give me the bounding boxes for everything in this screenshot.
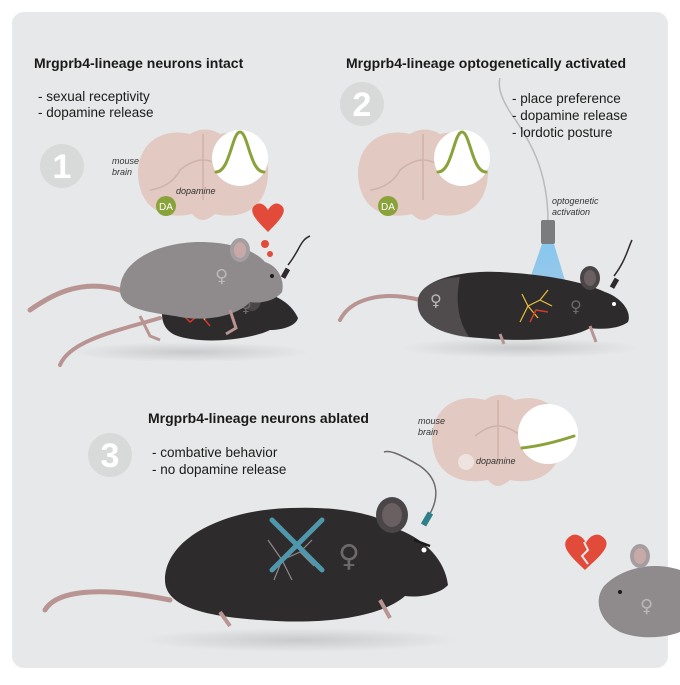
female-symbol-grey-1: ♀ (215, 266, 228, 287)
panel-2-bullet-3: - lordotic posture (512, 125, 613, 140)
mouse-2-tail (338, 294, 422, 322)
fiber-cable-3 (383, 450, 437, 521)
ablation-x-icon (269, 517, 325, 573)
step-3-circle (88, 433, 132, 477)
panel-1-title: Mrgprb4-lineage neurons intact (34, 55, 244, 71)
panel-3: 3 ♀ (42, 394, 680, 652)
step-1-circle (40, 144, 84, 188)
panel-1: 1 DA (27, 129, 311, 367)
dark-mouse-3: ♀ (165, 450, 448, 628)
da-badge-2-label: DA (381, 202, 395, 213)
panel-1-bullet-2: - dopamine release (38, 105, 154, 120)
dopamine-plot-3 (518, 404, 578, 464)
step-2-circle (340, 82, 384, 126)
panel-1-bullet-1: - sexual receptivity (38, 89, 150, 104)
panel-1-brain-label: mouse brain (112, 156, 140, 177)
female-symbol-dark-1: ♀ (240, 297, 252, 316)
panel-3-bullet-1: - combative behavior (152, 445, 278, 460)
female-symbol-2a: ♀ (430, 291, 442, 310)
dark-mouse-2: ♀ ♀ (417, 239, 633, 345)
mouse-3-tail (42, 589, 173, 613)
panel-3-bullet-2: - no dopamine release (152, 462, 287, 477)
light-source (541, 220, 555, 244)
fiber-cable-1 (287, 235, 311, 266)
panel-2-bullet-1: - place preference (512, 91, 621, 106)
da-badge-1 (156, 196, 176, 216)
dopamine-plot-2 (434, 130, 490, 186)
dopamine-plot-1 (212, 130, 268, 186)
panel-3-brain-label: mouse brain (418, 416, 446, 437)
dark-mouse-tail-1 (58, 316, 162, 367)
panel-3-dopamine-label: dopamine (476, 456, 516, 466)
panel-2-title: Mrgprb4-lineage optogenetically activate… (346, 55, 627, 71)
optic-fiber (498, 77, 549, 223)
panel-2-bullet-2: - dopamine release (512, 108, 628, 123)
da-badge-2 (378, 196, 398, 216)
female-symbol-3: ♀ (338, 539, 360, 574)
female-symbol-2b: ♀ (570, 297, 582, 316)
panel-1-dopamine-label: dopamine (176, 186, 216, 196)
step-2-number: 2 (353, 86, 372, 124)
broken-heart-icon (565, 534, 607, 570)
panel-2: 2 DA ♀ (338, 77, 640, 358)
heart-icon (252, 203, 284, 257)
grey-mouse-1: ♀ (120, 238, 283, 342)
grey-mouse-tail (27, 283, 123, 313)
da-badge-1-label: DA (159, 202, 173, 213)
panel-3-title: Mrgprb4-lineage neurons ablated (148, 410, 369, 426)
female-symbol-grey-3: ♀ (640, 596, 653, 617)
step-1-number: 1 (53, 148, 72, 186)
panel-2-light-label: optogenetic activation (552, 196, 599, 217)
grey-mouse-3: ♀ (598, 544, 680, 638)
step-3-number: 3 (101, 437, 120, 475)
